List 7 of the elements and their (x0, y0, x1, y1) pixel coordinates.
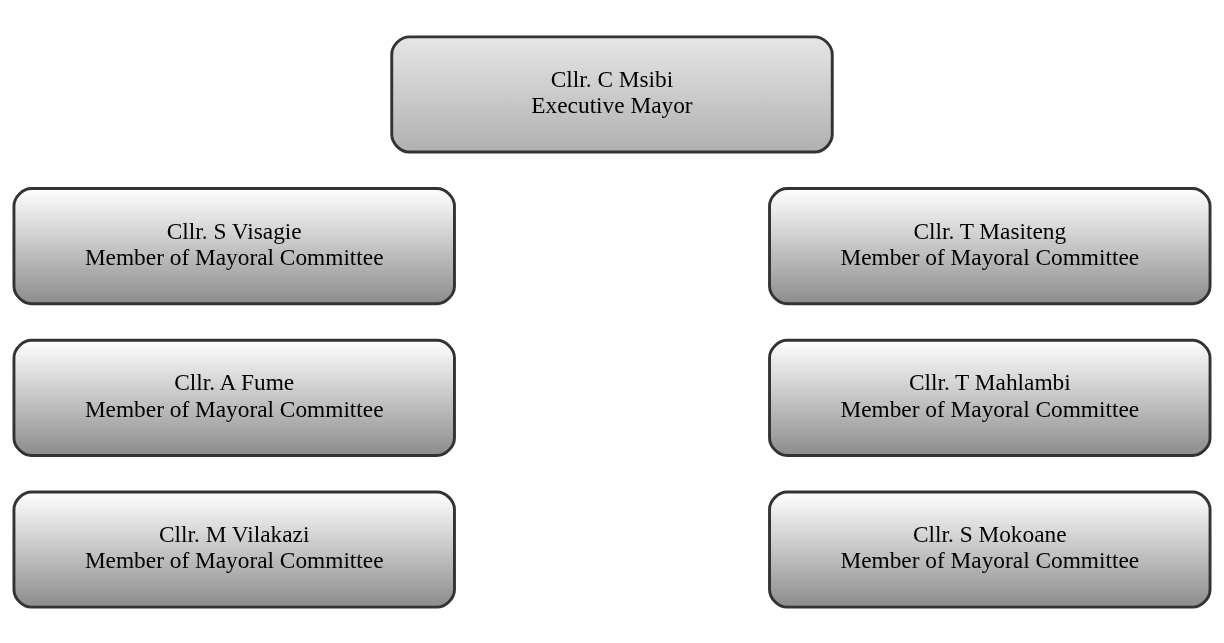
node-box: Cllr. A Fume Member of Mayoral Committee (12, 338, 456, 457)
node-box: Cllr. C Msibi Executive Mayor (390, 34, 834, 154)
node-box: Cllr. M Vilakazi Member of Mayoral Committee (12, 489, 456, 609)
node-box: Cllr. S Visagie Member of Mayoral Committee (12, 186, 456, 305)
node-box: Cllr. S Mokoane Member of Mayoral Committee (768, 489, 1212, 609)
node-box: Cllr. T Mahlambi Member of Mayoral Committee (768, 338, 1212, 457)
node-box: Cllr. T Masiteng Member of Mayoral Committee (768, 186, 1212, 305)
